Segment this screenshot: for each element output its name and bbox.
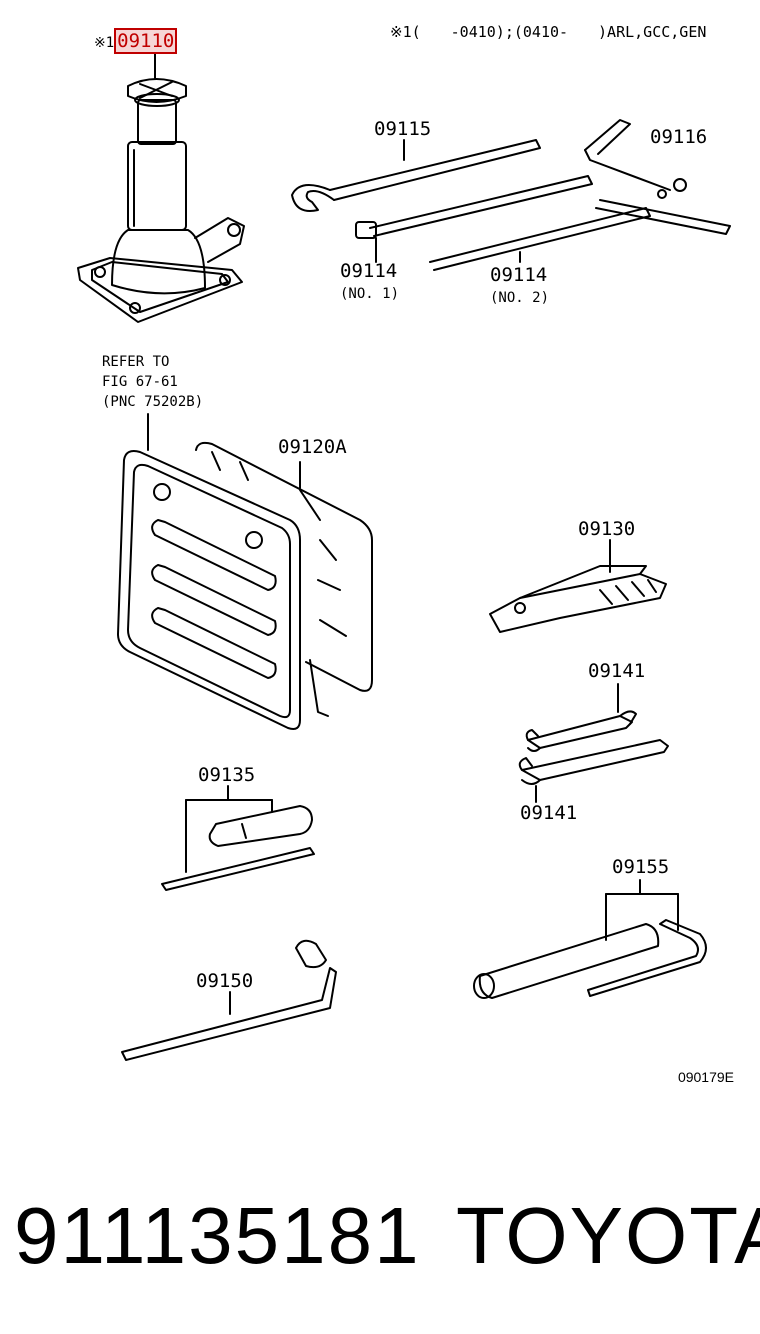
screwdriver-illustration bbox=[161, 785, 315, 891]
jack-handle-illustration bbox=[584, 119, 731, 235]
jack-part-number[interactable]: 09110 bbox=[114, 28, 178, 54]
part-09135-label[interactable]: 09135 bbox=[198, 764, 256, 786]
tube-wrench-illustration bbox=[473, 879, 707, 999]
jack-illustration bbox=[77, 51, 245, 323]
part-09114-no2-label[interactable]: 09114 bbox=[490, 264, 548, 286]
footer-brand: TOYOTA bbox=[456, 1191, 760, 1280]
extension-bar-1-illustration bbox=[355, 175, 593, 263]
part-09114-no1-sub: (NO. 1) bbox=[340, 286, 400, 302]
applicability-note: ※1( -0410);(0410- )ARL,GCC,GEN bbox=[390, 23, 707, 41]
part-09114-no2-sub: (NO. 2) bbox=[490, 290, 550, 306]
jack-prefix: ※1 bbox=[94, 35, 115, 51]
refer-line-2[interactable]: FIG 67-61 bbox=[102, 374, 178, 390]
pliers-illustration bbox=[489, 539, 667, 633]
refer-line-3: (PNC 75202B) bbox=[102, 394, 204, 410]
part-09130-label[interactable]: 09130 bbox=[578, 518, 636, 540]
refer-line-1: REFER TO bbox=[102, 354, 170, 370]
part-09141-top-label[interactable]: 09141 bbox=[588, 660, 646, 682]
part-09115-label[interactable]: 09115 bbox=[374, 118, 432, 140]
part-09155-label[interactable]: 09155 bbox=[612, 856, 670, 878]
part-09114-no1-label[interactable]: 09114 bbox=[340, 260, 398, 282]
part-09141-bottom-label[interactable]: 09141 bbox=[520, 802, 578, 824]
lug-wrench-illustration bbox=[121, 939, 337, 1061]
part-09120A-label[interactable]: 09120A bbox=[278, 436, 347, 458]
figure-code: 090179E bbox=[677, 1069, 734, 1085]
footer-part-number: 911135181 bbox=[14, 1191, 421, 1280]
extension-bar-2-illustration bbox=[429, 207, 651, 271]
wrench-handle-illustration bbox=[291, 139, 541, 212]
footer-banner: 911135181 TOYOTA bbox=[0, 1180, 760, 1290]
part-09116-label[interactable]: 09116 bbox=[650, 126, 708, 148]
part-09150-label[interactable]: 09150 bbox=[196, 970, 254, 992]
wrench-pair-illustration bbox=[518, 683, 669, 803]
parts-diagram bbox=[77, 51, 731, 1061]
tool-tray-illustration bbox=[117, 413, 373, 730]
